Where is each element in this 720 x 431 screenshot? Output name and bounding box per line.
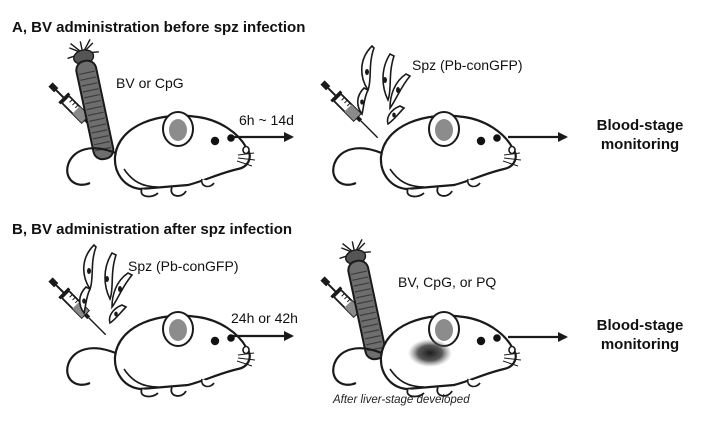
panel-b-outcome-line1: Blood-stage [596, 317, 684, 334]
panel-a-outcome-line1: Blood-stage [596, 117, 684, 134]
panel-a-outcome: Blood-stage monitoring [580, 117, 700, 155]
panel-a-interval-label: 6h ~ 14d [239, 112, 294, 128]
syringe-icon [44, 273, 112, 341]
syringe-icon [316, 76, 384, 144]
panel-b-interval-label: 24h or 42h [231, 310, 298, 326]
panel-a-agent-label: BV or CpG [116, 75, 184, 91]
panel-a-outcome-line2: monitoring [600, 135, 680, 153]
sporozoite-icon [356, 45, 411, 125]
panel-a-title: A, BV administration before spz infectio… [12, 19, 306, 36]
panel-a [44, 37, 568, 198]
panel-b [44, 237, 568, 398]
mouse-icon [332, 110, 523, 198]
liver-infection-spot [408, 339, 452, 367]
panel-b-outcome: Blood-stage monitoring [580, 317, 700, 355]
panel-b-outcome-line2: monitoring [600, 335, 680, 353]
panel-a-spz-label: Spz (Pb-conGFP) [412, 57, 523, 73]
panel-b-title: B, BV administration after spz infection [12, 221, 293, 238]
panel-b-spz-label: Spz (Pb-conGFP) [128, 258, 239, 274]
panel-b-note: After liver-stage developed [333, 394, 470, 406]
panel-b-agent-label: BV, CpG, or PQ [398, 274, 497, 290]
